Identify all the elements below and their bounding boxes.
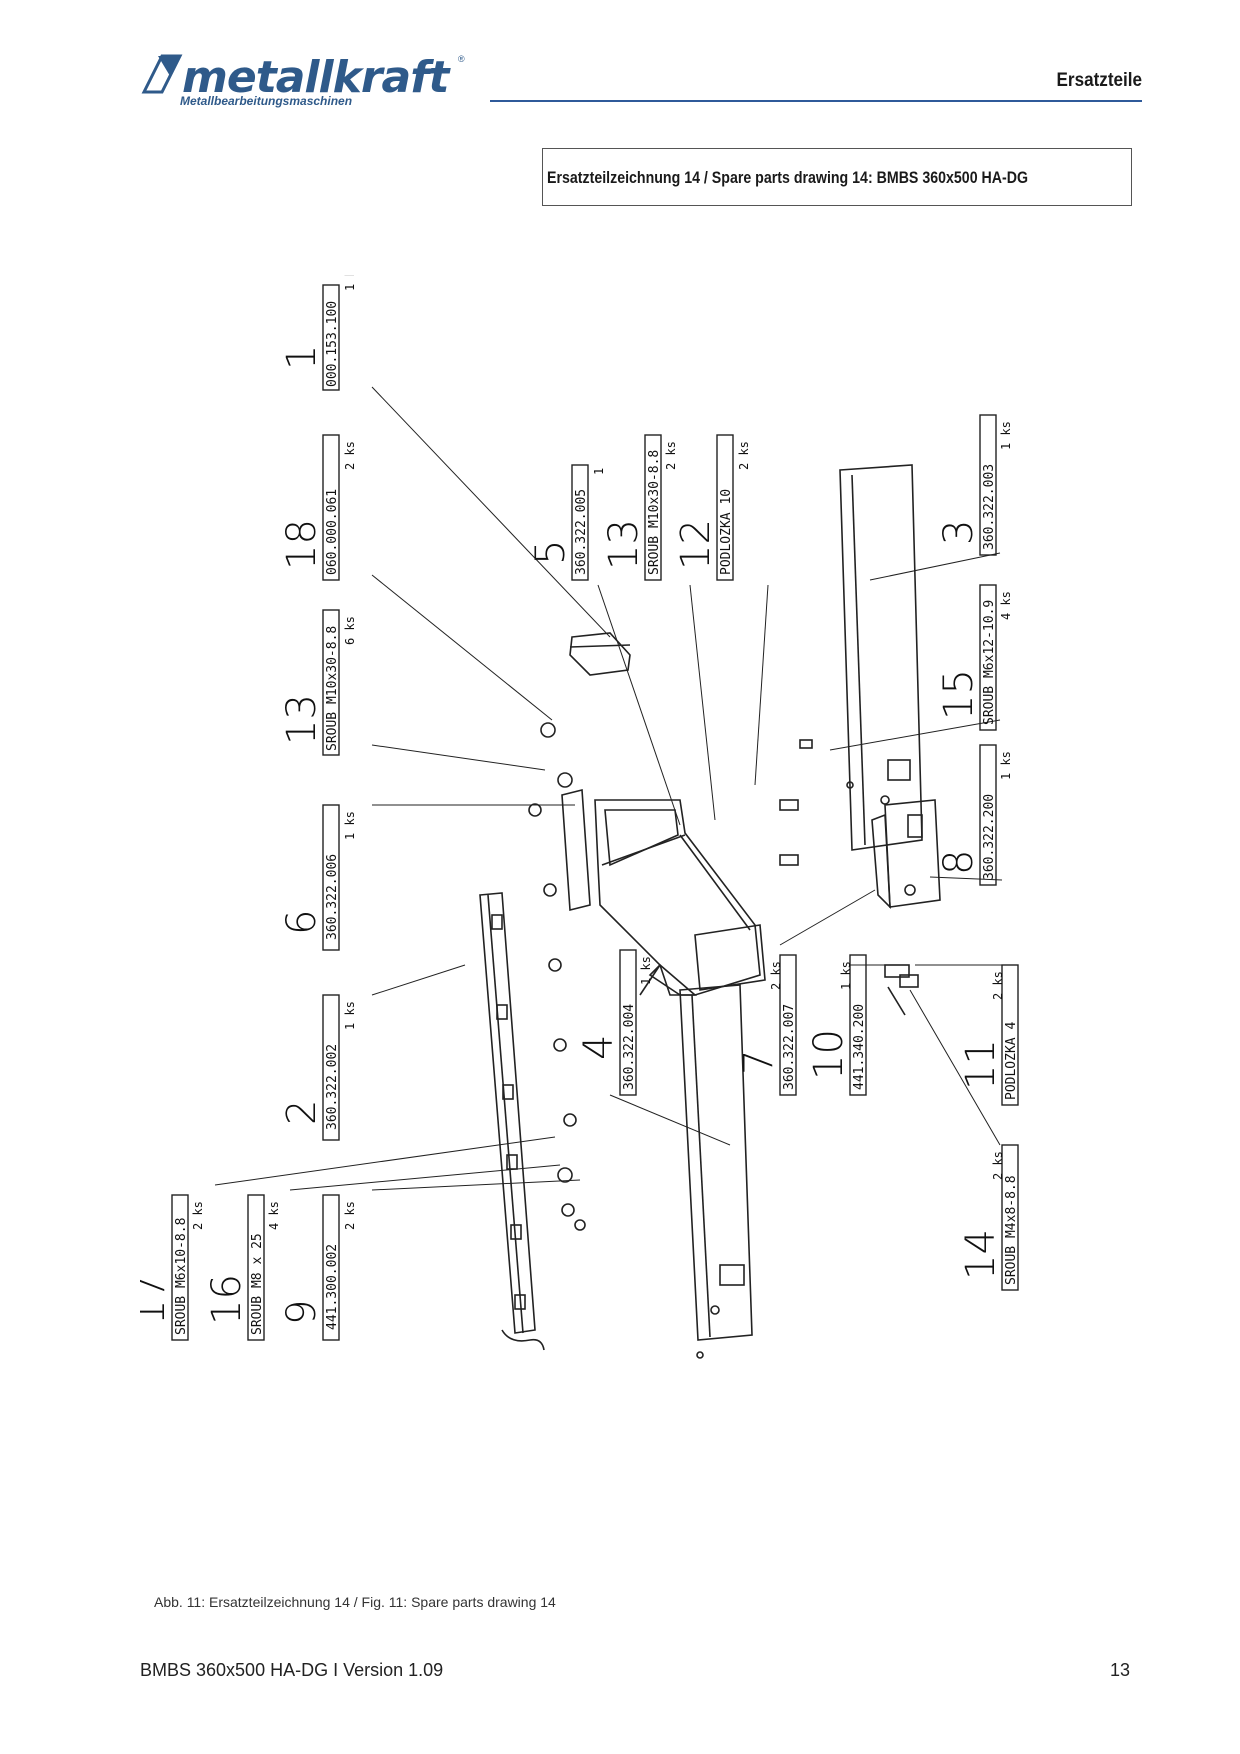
callout-9-part: 441.300.002 <box>325 1244 340 1330</box>
callout-13b-part: SROUB M10x30-8.8 <box>647 450 662 575</box>
callout-3-part: 360.322.003 <box>982 464 997 550</box>
callout-16-num: 16 <box>204 1274 250 1325</box>
callout-12-part: PODLOZKA 10 <box>719 489 734 575</box>
callout-10-num: 10 <box>806 1029 852 1080</box>
callout-5-qty: 1 <box>592 468 606 475</box>
callout-3-num: 3 <box>936 520 982 545</box>
callout-18-qty: 2 ks <box>343 441 357 470</box>
logo-subtitle: Metallbearbeitungsmaschinen <box>180 94 353 108</box>
drawing-title: Ersatzteilzeichnung 14 / Spare parts dra… <box>547 169 1029 187</box>
callout-5-num: 5 <box>528 540 574 565</box>
callout-2-part: 360.322.002 <box>325 1044 340 1130</box>
callout-13a-qty: 6 ks <box>343 616 357 645</box>
callout-18-part: 060.000.061 <box>325 489 340 575</box>
registered-mark: ® <box>458 54 465 64</box>
callout-2-qty: 1 ks <box>343 1001 357 1030</box>
spare-parts-drawing: 000.153.100 1 k 1 060.000.061 2 ks 18 SR… <box>140 275 1019 1359</box>
callout-14-qty: 2 ks <box>991 1151 1005 1180</box>
callout-1-qty: 1 k <box>343 275 357 291</box>
part-4-bar <box>679 984 753 1341</box>
callout-15-part: SROUB M6x12-10.9 <box>982 600 997 725</box>
callout-8-num: 8 <box>936 850 982 875</box>
callout-14-num: 14 <box>958 1229 1004 1280</box>
callout-17-part: SROUB M6x10-8.8 <box>174 1218 189 1335</box>
part-6-plate <box>561 788 591 912</box>
callout-8-part: 360.322.200 <box>982 794 997 880</box>
callout-7-part: 360.322.007 <box>782 1004 797 1090</box>
drawing-title-box: Ersatzteilzeichnung 14 / Spare parts dra… <box>542 148 1132 206</box>
callout-7-num: 7 <box>736 1050 782 1075</box>
footer-document-version: BMBS 360x500 HA-DG I Version 1.09 <box>140 1660 444 1680</box>
callout-8-qty: 1 ks <box>999 751 1013 780</box>
callout-13a-part: SROUB M10x30-8.8 <box>325 626 340 751</box>
callout-box-1 <box>322 284 340 391</box>
callout-4-qty: 1 ks <box>639 956 653 985</box>
part-8-box <box>884 799 941 908</box>
callout-12-qty: 2 ks <box>737 441 751 470</box>
callout-13a-num: 13 <box>279 694 325 745</box>
callout-15-qty: 4 ks <box>999 591 1013 620</box>
callout-9-num: 9 <box>279 1300 325 1325</box>
part-1-block <box>569 632 631 676</box>
callout-13b-qty: 2 ks <box>664 441 678 470</box>
callout-16-part: SROUB M8 x 25 <box>250 1233 265 1335</box>
callout-15-num: 15 <box>936 669 982 720</box>
callout-11-part: PODLOZKA 4 <box>1004 1022 1019 1100</box>
callout-17-qty: 2 ks <box>191 1201 205 1230</box>
callout-9-qty: 2 ks <box>343 1201 357 1230</box>
part-2-bar <box>479 892 536 1334</box>
callout-11-num: 11 <box>958 1039 1004 1090</box>
callout-3-qty: 1 ks <box>999 421 1013 450</box>
metallkraft-logo: metallkraft ® Metallbearbeitungsmaschine… <box>140 48 470 110</box>
callout-16-qty: 4 ks <box>267 1201 281 1230</box>
callout-2-num: 2 <box>279 1100 325 1125</box>
section-title: Ersatzteile <box>1056 70 1142 91</box>
figure-caption: Abb. 11: Ersatzteilzeichnung 14 / Fig. 1… <box>154 1594 556 1610</box>
callout-4-part: 360.322.004 <box>622 1004 637 1090</box>
callout-12-num: 12 <box>673 519 719 570</box>
callout-7-qty: 2 ks <box>769 961 783 990</box>
callout-6-qty: 1 ks <box>343 811 357 840</box>
callout-14-part: SROUB M4x8-8.8 <box>1004 1175 1019 1285</box>
part-3-rail <box>839 464 923 851</box>
callout-labels: 000.153.100 1 k 1 060.000.061 2 ks 18 SR… <box>140 275 1019 1341</box>
footer-page-number: 13 <box>1109 1660 1130 1680</box>
header-divider <box>490 100 1142 102</box>
callout-11-qty: 2 ks <box>991 971 1005 1000</box>
logo-mark-icon <box>141 54 183 94</box>
callout-6-part: 360.322.006 <box>325 854 340 940</box>
callout-10-part: 441.340.200 <box>852 1004 867 1090</box>
logo-wordmark: metallkraft <box>182 52 449 103</box>
callout-17-num: 17 <box>140 1274 174 1325</box>
callout-18-num: 18 <box>279 519 325 570</box>
callout-1-num: 1 <box>279 345 325 370</box>
callout-6-num: 6 <box>279 910 325 935</box>
callout-13b-num: 13 <box>601 519 647 570</box>
callout-5-part: 360.322.005 <box>574 489 589 575</box>
callout-10-qty: 1 ks <box>839 961 853 990</box>
callout-4-num: 4 <box>576 1035 622 1060</box>
callout-1-part: 000.153.100 <box>325 301 340 387</box>
